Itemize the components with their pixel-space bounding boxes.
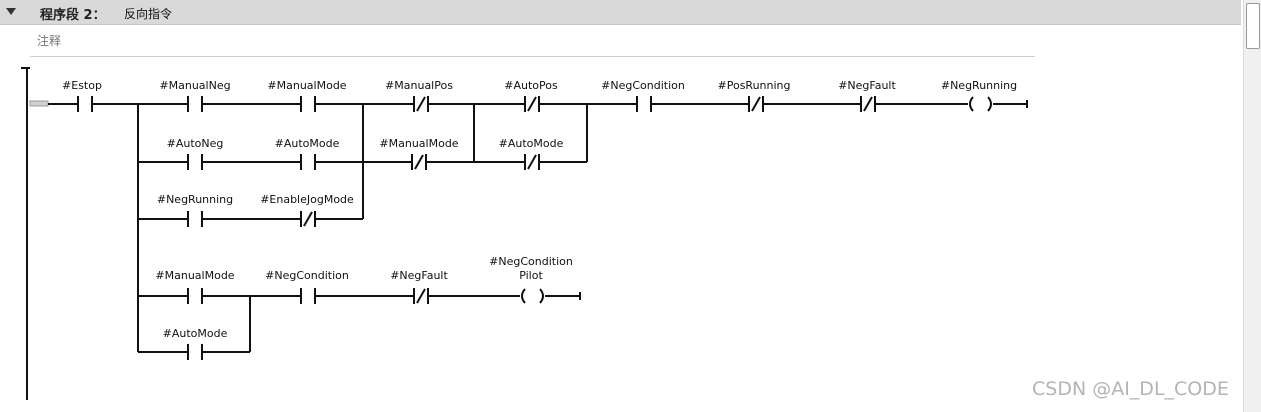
collapse-triangle-icon[interactable]	[6, 8, 16, 15]
segment-header: 程序段 2： 反向指令	[0, 0, 1241, 25]
label-estop: #Estop	[62, 79, 102, 92]
vertical-scrollbar[interactable]	[1243, 0, 1261, 412]
label-neg-running-coil: #NegRunning	[941, 79, 1017, 92]
contact-neg-condition-2[interactable]	[300, 288, 316, 304]
contact-auto-pos-nc[interactable]	[524, 96, 540, 112]
label-auto-mode-1: #AutoMode	[275, 137, 340, 150]
contact-neg-fault-2-nc[interactable]	[413, 288, 429, 304]
scrollbar-thumb[interactable]	[1246, 3, 1260, 49]
label-auto-neg: #AutoNeg	[167, 137, 224, 150]
label-manual-pos: #ManualPos	[385, 79, 453, 92]
label-neg-fault-2: #NegFault	[390, 269, 448, 282]
contact-neg-running[interactable]	[187, 211, 203, 227]
rung-handle-icon	[29, 100, 49, 107]
contact-manual-pos-nc[interactable]	[413, 96, 429, 112]
contact-neg-fault-1-nc[interactable]	[860, 96, 876, 112]
contact-manual-mode-3[interactable]	[187, 288, 203, 304]
comment-label: 注释	[37, 34, 62, 48]
coil-neg-running[interactable]	[969, 96, 992, 112]
contact-auto-neg[interactable]	[187, 154, 203, 170]
label-manual-mode-3: #ManualMode	[155, 269, 234, 282]
label-neg-condition-2: #NegCondition	[265, 269, 349, 282]
label-manual-neg: #ManualNeg	[159, 79, 230, 92]
label-manual-mode-1: #ManualMode	[267, 79, 346, 92]
contact-neg-condition-1[interactable]	[636, 96, 652, 112]
label-neg-condition-1: #NegCondition	[601, 79, 685, 92]
label-neg-condition-pilot-line1: #NegCondition	[489, 255, 573, 268]
contact-auto-mode-3[interactable]	[187, 344, 203, 360]
label-pos-running: #PosRunning	[718, 79, 791, 92]
segment-title[interactable]: 反向指令	[124, 7, 173, 21]
label-neg-condition-pilot-line2: Pilot	[519, 269, 543, 282]
label-auto-mode-3: #AutoMode	[163, 327, 228, 340]
coil-neg-condition-pilot[interactable]	[521, 288, 544, 304]
label-auto-mode-2: #AutoMode	[499, 137, 564, 150]
contact-auto-mode-1[interactable]	[300, 154, 316, 170]
contact-manual-mode-1[interactable]	[300, 96, 316, 112]
label-neg-running-contact: #NegRunning	[157, 193, 233, 206]
contact-manual-neg[interactable]	[187, 96, 203, 112]
contact-estop[interactable]	[77, 96, 93, 112]
comment-area[interactable]: 注释	[30, 26, 1035, 57]
contact-manual-mode-2-nc[interactable]	[411, 154, 427, 170]
contact-auto-mode-2-nc[interactable]	[524, 154, 540, 170]
contact-enable-jog-mode-nc[interactable]	[300, 211, 316, 227]
label-enable-jog-mode: #EnableJogMode	[260, 193, 354, 206]
label-auto-pos: #AutoPos	[504, 79, 558, 92]
label-manual-mode-2: #ManualMode	[379, 137, 458, 150]
watermark: CSDN @AI_DL_CODE	[1032, 378, 1229, 400]
segment-label: 程序段 2：	[40, 8, 106, 23]
contact-pos-running-nc[interactable]	[748, 96, 764, 112]
label-neg-fault-1: #NegFault	[838, 79, 896, 92]
